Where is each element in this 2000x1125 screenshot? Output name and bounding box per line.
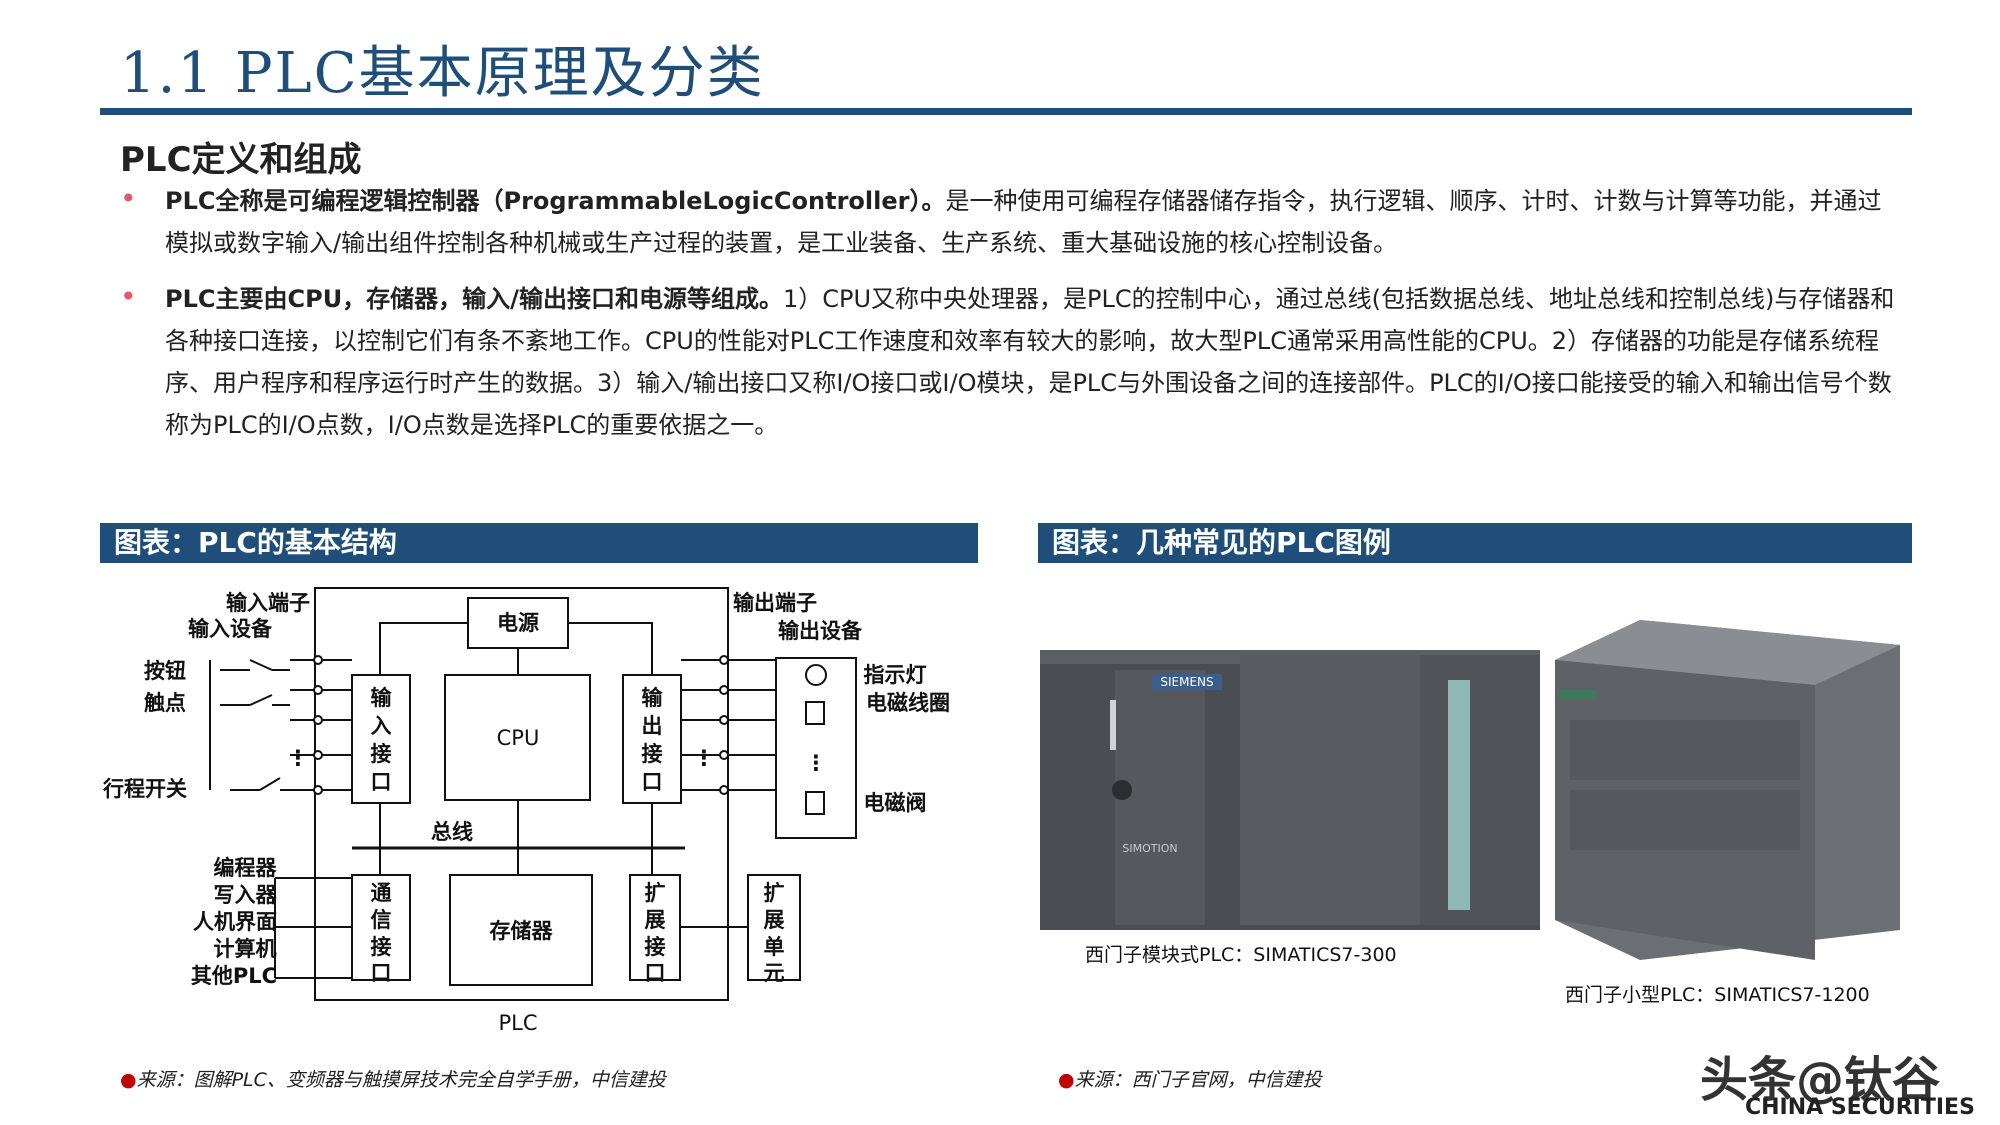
label-computer: 计算机 (214, 937, 277, 961)
right-source: ●来源：西门子官网，中信建投 (1058, 1065, 1322, 1092)
title-divider (100, 108, 1912, 115)
label-contact: 触点 (144, 691, 186, 715)
label-input-if-3: 接 (371, 742, 392, 766)
simotion-label: SIMOTION (1122, 842, 1177, 855)
bullet-bold-text: PLC主要由CPU，存储器，输入/输出接口和电源等组成。 (165, 285, 783, 313)
label-exp-if-3: 接 (645, 935, 666, 959)
label-bus: 总线 (431, 820, 473, 844)
right-panel-header: 图表：几种常见的PLC图例 (1038, 523, 1912, 563)
label-coil: 电磁线圈 (866, 691, 950, 715)
label-comm-if-2: 信 (371, 908, 392, 932)
label-input-if-2: 入 (371, 714, 392, 738)
page-title: 1.1 PLC基本原理及分类 (120, 41, 765, 106)
label-output-device: 输出设备 (778, 619, 863, 643)
memory-box (449, 874, 593, 986)
s7-300-image (1040, 650, 1540, 930)
label-exp-if-4: 口 (645, 961, 666, 985)
plc-structure-diagram: 输入端子 输入设备 按钮 触点 行程开关 电源 CPU 输 入 接 口 输 出 … (102, 587, 950, 1035)
label-comm-if-3: 接 (371, 935, 392, 959)
right-source-text: 来源：西门子官网，中信建投 (1074, 1069, 1322, 1091)
label-input-terminal: 输入端子 (226, 591, 310, 615)
label-valve: 电磁阀 (864, 791, 927, 815)
bullet-definition: • PLC全称是可编程逻辑控制器（ProgrammableLogicContro… (120, 180, 1900, 264)
bullet-text: 1）CPU又称中央处理器，是PLC的控制中心，通过总线(包括数据总线、地址总线和… (165, 285, 1895, 439)
left-source: ●来源：图解PLC、变频器与触摸屏技术完全自学手册，中信建投 (120, 1065, 666, 1092)
label-output-if-3: 接 (642, 742, 663, 766)
label-input-if-1: 输 (371, 686, 393, 710)
brand-logo-text: CHINA SECURITIES (1745, 1095, 1975, 1120)
bullet-dot-icon: • (120, 280, 137, 313)
watermark-text: 头条@钛谷 (1700, 1052, 1941, 1108)
s7-1200-image (1555, 620, 1900, 960)
label-exp-unit-2: 展 (764, 908, 785, 932)
label-limit-switch: 行程开关 (102, 777, 187, 801)
label-cpu: CPU (497, 726, 540, 750)
label-comm-if-4: 口 (371, 961, 392, 985)
output-device-box (775, 657, 857, 839)
label-writer: 写入器 (214, 883, 278, 907)
bullet-composition: • PLC主要由CPU，存储器，输入/输出接口和电源等组成。1）CPU又称中央处… (120, 278, 1900, 446)
label-programmer: 编程器 (214, 856, 278, 880)
label-indicator: 指示灯 (864, 663, 927, 687)
label-output-if-4: 口 (642, 770, 663, 794)
bullet-dot-icon: • (120, 182, 137, 215)
label-output-if-1: 输 (642, 686, 664, 710)
siemens-label: SIEMENS (1160, 675, 1213, 689)
label-input-if-4: 口 (371, 770, 392, 794)
input-dots: ⋮ (288, 746, 309, 770)
label-exp-unit-3: 单 (764, 935, 785, 959)
label-other-plc: 其他PLC (191, 964, 277, 988)
label-comm-if-1: 通 (371, 881, 392, 905)
label-plc: PLC (498, 1011, 537, 1035)
bullet-text: 是一种使用可编程存储器储存指令，执行逻辑、顺序、计时、计数与计算等功能，并通过模… (165, 187, 1882, 257)
device-dots: ⋮ (806, 751, 827, 775)
caption-s7-300: 西门子模块式PLC：SIMATICS7-300 (1085, 944, 1397, 966)
source-dot-icon: ● (1058, 1069, 1075, 1091)
label-output-if-2: 出 (642, 714, 663, 738)
label-output-terminal: 输出端子 (733, 591, 817, 615)
section-heading: PLC定义和组成 (120, 140, 362, 180)
left-panel-header: 图表：PLC的基本结构 (100, 523, 978, 563)
label-exp-unit-1: 扩 (764, 881, 785, 905)
label-memory: 存储器 (490, 919, 554, 943)
label-exp-unit-4: 元 (764, 961, 785, 985)
label-input-device: 输入设备 (188, 617, 273, 641)
label-power: 电源 (497, 611, 539, 635)
plc-product-images: SIEMENS SIMOTION (1040, 620, 1900, 960)
label-button: 按钮 (144, 659, 186, 683)
label-exp-if-1: 扩 (645, 881, 666, 905)
source-dot-icon: ● (120, 1069, 137, 1091)
label-hmi: 人机界面 (193, 910, 277, 934)
left-source-text: 来源：图解PLC、变频器与触摸屏技术完全自学手册，中信建投 (136, 1069, 666, 1091)
caption-s7-1200: 西门子小型PLC：SIMATICS7-1200 (1565, 984, 1870, 1006)
bullet-bold-text: PLC全称是可编程逻辑控制器（ProgrammableLogicControll… (165, 187, 946, 215)
output-dots: ⋮ (694, 746, 715, 770)
label-exp-if-2: 展 (645, 908, 666, 932)
